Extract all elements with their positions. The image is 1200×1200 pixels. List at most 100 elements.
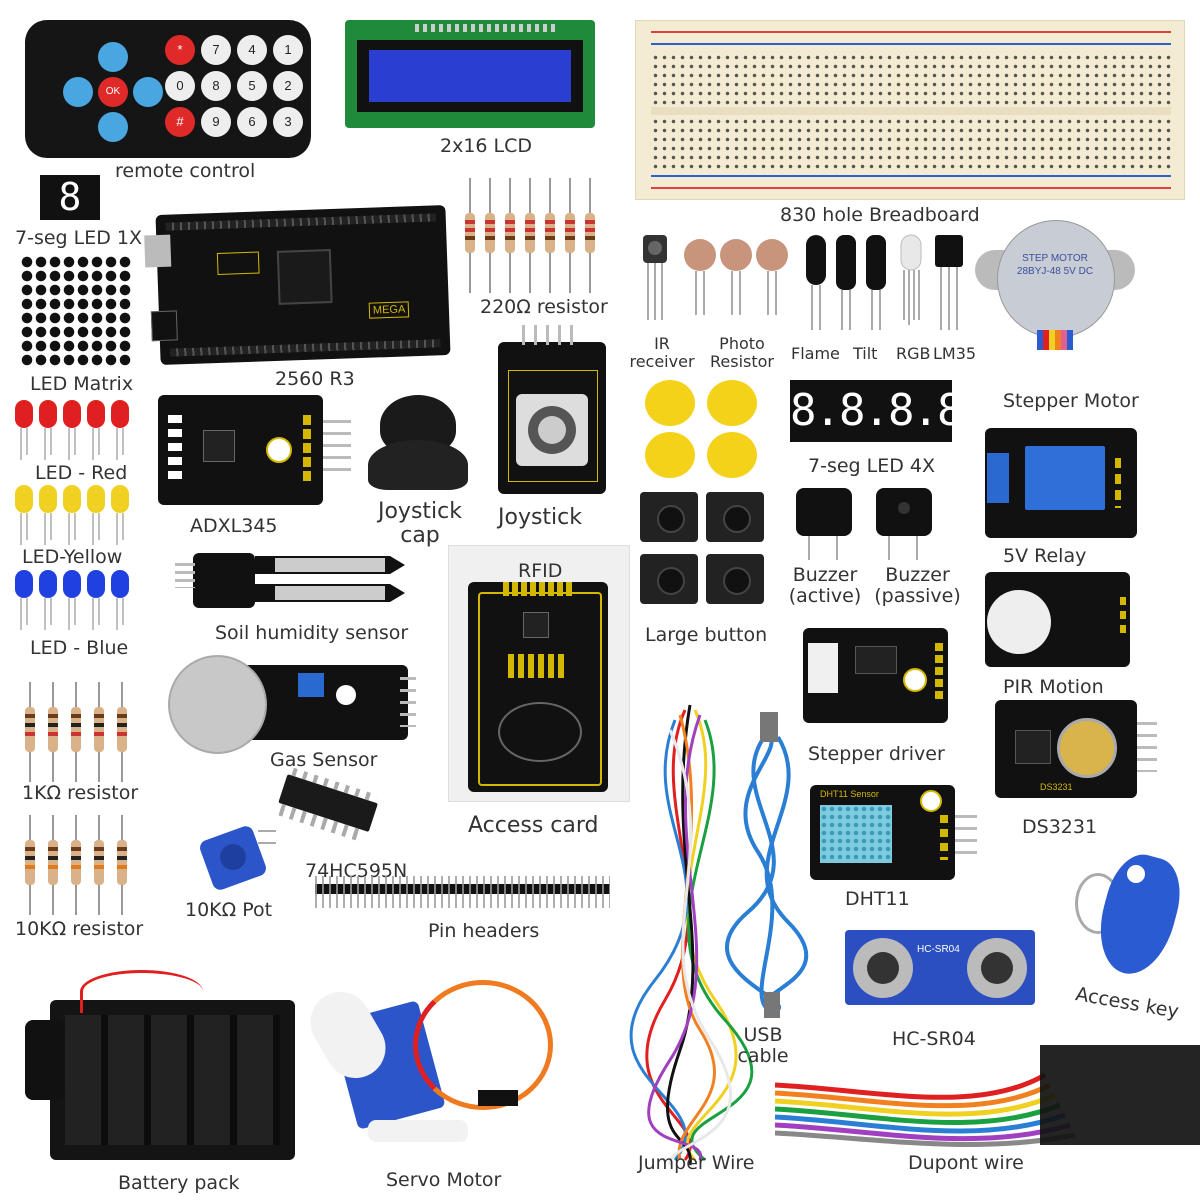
adxl345-module: [158, 395, 323, 505]
resistor: [25, 682, 35, 782]
label-led-red: LED - Red: [35, 462, 128, 484]
dupont-wire: [774, 1045, 1200, 1147]
lm35-sensor: [935, 235, 963, 330]
label-dht11: DHT11: [845, 888, 910, 910]
label-buzzer-passive: Buzzer (passive): [874, 564, 961, 607]
resistor: [585, 178, 595, 293]
small-sensors: [643, 234, 963, 330]
hcsr04-text: HC-SR04: [917, 944, 960, 955]
push-button: [640, 554, 698, 604]
photo-resistor: [684, 239, 716, 315]
rgb-led: [900, 234, 922, 325]
adxl-pins: [323, 420, 351, 480]
seven-seg-1x: 8: [40, 175, 100, 220]
label-stepper-driver: Stepper driver: [808, 743, 945, 765]
ds3231-pins: [1137, 722, 1157, 772]
mega-chip: [276, 249, 333, 305]
label-large-button: Large button: [645, 624, 768, 646]
remote-keypad: * 7 4 1 0 8 5 2 # 9 6 3: [165, 35, 305, 145]
label-mega: 2560 R3: [275, 368, 355, 390]
remote-control: OK * 7 4 1 0 8 5 2 # 9 6 3: [25, 20, 311, 158]
remote-key: 4: [237, 35, 267, 65]
label-usb-cable: USB cable: [737, 1024, 789, 1067]
resistor: [525, 178, 535, 293]
label-pin-headers: Pin headers: [428, 920, 540, 942]
resistors-10k: [25, 815, 127, 915]
pir-module: [985, 572, 1130, 667]
label-joystick: Joystick: [498, 505, 583, 530]
resistor: [117, 815, 127, 915]
led-yellow: [87, 485, 105, 545]
label-joystick-cap: Joystick cap: [377, 499, 462, 549]
resistor: [117, 682, 127, 782]
led-red: [111, 400, 129, 460]
label-led-matrix: LED Matrix: [30, 373, 134, 395]
led-blue: [87, 570, 105, 630]
label-rfid: RFID: [518, 560, 563, 582]
resistor: [545, 178, 555, 293]
label-seg-1x: 7-seg LED 1X: [15, 227, 142, 249]
resistor: [94, 682, 104, 782]
hcsr04-module: HC-SR04: [845, 930, 1035, 1005]
resistor: [48, 682, 58, 782]
label-breadboard: 830 hole Breadboard: [780, 204, 980, 226]
label-servo: Servo Motor: [386, 1169, 502, 1191]
battery-pack: [25, 960, 295, 1170]
led-blue: [63, 570, 81, 630]
led-yellow: [39, 485, 57, 545]
label-resistor-1k: 1KΩ resistor: [22, 782, 139, 804]
label-dupont-wire: Dupont wire: [908, 1152, 1024, 1174]
resistor: [465, 178, 475, 293]
label-access-card: Access card: [468, 813, 599, 838]
label-flame: Flame: [791, 344, 840, 363]
push-button: [640, 492, 698, 542]
label-stepper-motor: Stepper Motor: [1003, 390, 1139, 412]
push-button: [706, 492, 764, 542]
resistors-220: [465, 178, 595, 293]
label-buzzer-active: Buzzer (active): [788, 564, 862, 607]
button-caps: [645, 380, 765, 480]
led-yellow: [15, 485, 33, 545]
gas-sensor: [168, 655, 416, 754]
motor-label: STEP MOTOR 28BYJ-48 5V DC: [1016, 253, 1094, 277]
remote-key: 8: [201, 71, 231, 101]
remote-key: 5: [237, 71, 267, 101]
rfid-pins: [503, 582, 573, 596]
label-ds3231: DS3231: [1022, 816, 1098, 838]
ds3231-text: DS3231: [1040, 782, 1073, 792]
label-photo-resistor: Photo Resistor: [710, 334, 774, 371]
remote-key: 7: [201, 35, 231, 65]
label-adxl345: ADXL345: [190, 515, 278, 537]
resistor: [94, 815, 104, 915]
ok-key: OK: [98, 77, 128, 107]
label-access-key: Access key: [1073, 983, 1181, 1023]
led-matrix: [20, 255, 132, 367]
resistor: [505, 178, 515, 293]
buzzer-active: [796, 488, 852, 560]
leds-red: [15, 400, 129, 460]
dht-text: DHT11 Sensor: [820, 789, 879, 799]
leds-blue: [15, 570, 129, 630]
chip-74hc595: [275, 767, 381, 844]
large-buttons: [640, 492, 770, 612]
label-lcd: 2x16 LCD: [440, 135, 533, 157]
led-blue: [111, 570, 129, 630]
resistors-1k: [25, 682, 127, 782]
label-jumper-wire: Jumper Wire: [638, 1152, 755, 1174]
ir-receiver: [643, 235, 667, 320]
remote-key: 6: [237, 107, 267, 137]
buzzer-passive: [876, 488, 932, 560]
photo-resistor: [720, 239, 752, 315]
relay-module: [985, 428, 1137, 538]
remote-key: *: [165, 35, 195, 65]
label-resistor-220: 220Ω resistor: [480, 296, 608, 318]
pin-headers: [315, 876, 610, 908]
label-seg-4x: 7-seg LED 4X: [808, 455, 935, 477]
remote-key: 1: [273, 35, 303, 65]
resistor: [48, 815, 58, 915]
led-yellow: [111, 485, 129, 545]
mega-badge: MEGA: [368, 301, 410, 319]
tilt-sensor: [866, 235, 886, 330]
soil-sensor: [175, 548, 425, 613]
stepper-motor: STEP MOTOR 28BYJ-48 5V DC: [975, 220, 1135, 350]
